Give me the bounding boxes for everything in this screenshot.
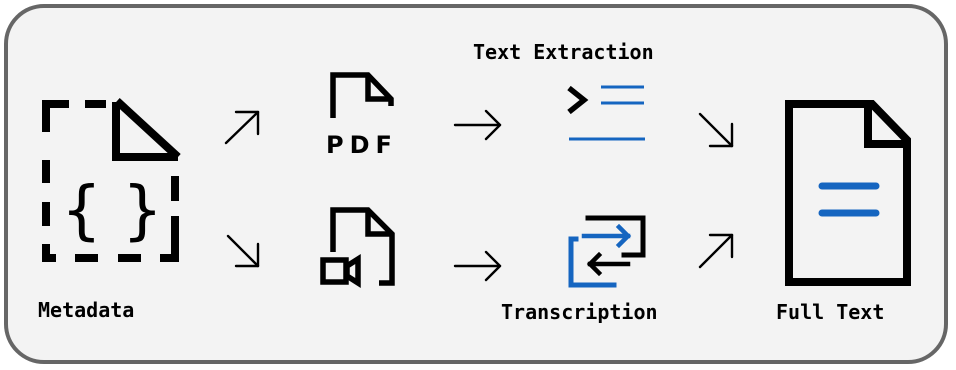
arrow-up-right-1	[224, 110, 260, 145]
metadata-label: Metadata	[38, 298, 135, 322]
transcription-label: Transcription	[501, 300, 658, 324]
pdf-label: PDF	[326, 131, 398, 159]
full-text-label: Full Text	[776, 300, 885, 324]
metadata-file-icon: { }	[42, 98, 181, 262]
arrow-down-right-1	[226, 234, 260, 268]
arrow-down-right-2	[698, 112, 734, 148]
pdf-file-icon: PDF	[326, 72, 398, 159]
metadata-braces: { }	[61, 174, 163, 248]
arrow-right-1	[453, 109, 502, 141]
transcription-icon	[568, 215, 646, 288]
text-extraction-label: Text Extraction	[473, 40, 654, 64]
arrow-right-2	[453, 250, 502, 282]
arrow-up-right-2	[698, 233, 734, 269]
video-file-icon	[320, 207, 395, 289]
text-extraction-icon	[567, 85, 645, 141]
full-text-document-icon	[785, 100, 911, 286]
